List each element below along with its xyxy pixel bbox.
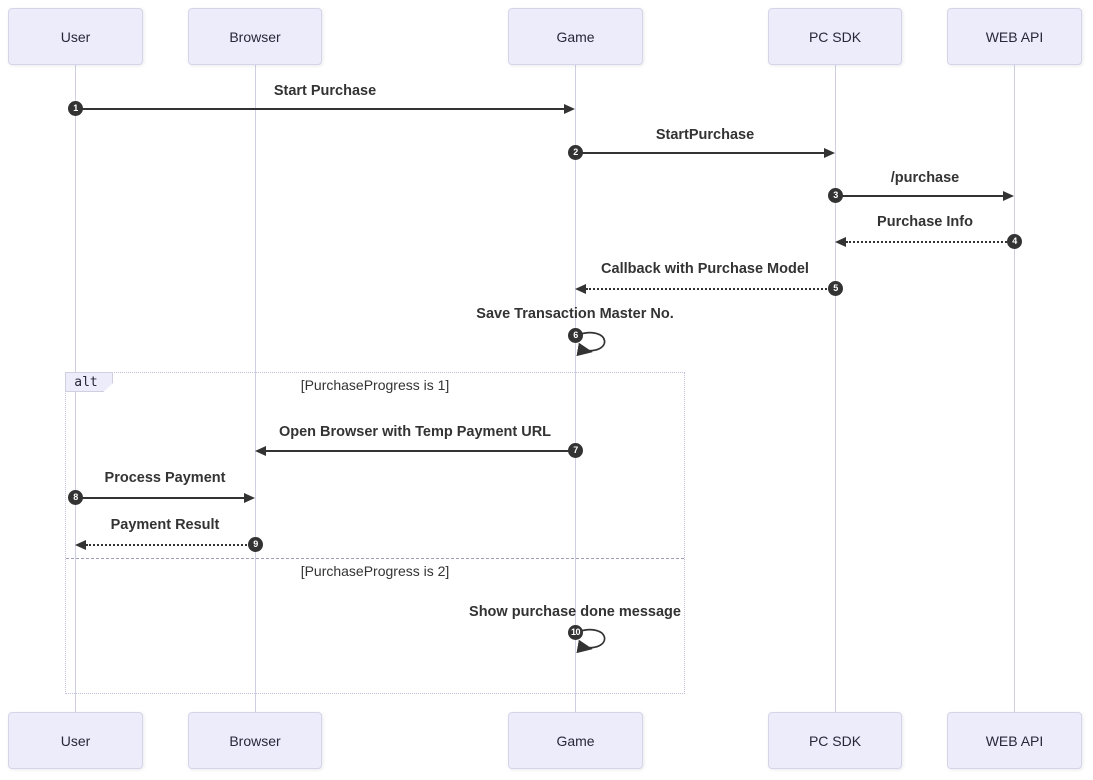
lifeline-pcsdk — [835, 65, 836, 712]
participant-game-bottom: Game — [508, 712, 643, 769]
alt-condition-1: [PurchaseProgress is 1] — [300, 377, 450, 393]
message-2-number: 2 — [568, 145, 583, 160]
message-6-number: 6 — [568, 328, 583, 343]
alt-condition-2: [PurchaseProgress is 2] — [300, 563, 450, 579]
participant-browser-top: Browser — [188, 8, 322, 65]
message-2-line — [575, 152, 825, 154]
participant-label: User — [60, 28, 91, 45]
message-5-line — [586, 288, 835, 290]
message-10-selfloop-arrow-icon — [576, 628, 606, 654]
message-2-label: StartPurchase — [655, 127, 755, 143]
participant-user-top: User — [8, 8, 143, 65]
participant-label: Game — [556, 28, 595, 45]
message-4-number: 4 — [1007, 234, 1022, 249]
participant-browser-bottom: Browser — [188, 712, 322, 769]
participant-label: WEB API — [985, 28, 1044, 45]
message-9-line — [86, 544, 255, 546]
participant-label: PC SDK — [808, 732, 862, 749]
message-8-line — [75, 497, 245, 499]
message-2-arrowhead-icon — [824, 148, 835, 158]
alt-frame: alt [PurchaseProgress is 1] [PurchasePro… — [65, 372, 685, 694]
message-3-label: /purchase — [890, 170, 960, 186]
lifeline-game — [575, 65, 576, 712]
participant-user-bottom: User — [8, 712, 143, 769]
alt-label-text: alt — [74, 374, 98, 390]
participant-pcsdk-bottom: PC SDK — [768, 712, 902, 769]
participant-pcsdk-top: PC SDK — [768, 8, 902, 65]
message-1-label: Start Purchase — [273, 83, 377, 99]
message-3-number: 3 — [828, 188, 843, 203]
message-6-label: Save Transaction Master No. — [476, 306, 674, 322]
message-5-label: Callback with Purchase Model — [601, 261, 809, 277]
participant-webapi-top: WEB API — [947, 8, 1082, 65]
message-4-label: Purchase Info — [877, 214, 973, 230]
message-4-line — [846, 241, 1014, 243]
participant-label: Browser — [229, 732, 281, 749]
participant-label: PC SDK — [808, 28, 862, 45]
participant-label: User — [60, 732, 91, 749]
message-9-arrowhead-icon — [75, 540, 86, 550]
message-4-arrowhead-icon — [835, 237, 846, 247]
message-1-arrowhead-icon — [564, 104, 575, 114]
participant-label: Game — [556, 732, 595, 749]
message-9-number: 9 — [248, 537, 263, 552]
message-8-arrowhead-icon — [244, 493, 255, 503]
lifeline-webapi — [1014, 65, 1015, 712]
message-3-arrowhead-icon — [1003, 191, 1014, 201]
message-9-label: Payment Result — [110, 517, 220, 533]
message-5-arrowhead-icon — [575, 284, 586, 294]
message-7-arrowhead-icon — [255, 446, 266, 456]
message-5-number: 5 — [828, 281, 843, 296]
message-7-line — [266, 450, 575, 452]
participant-label: WEB API — [985, 732, 1044, 749]
alt-divider — [66, 558, 684, 559]
participant-game-top: Game — [508, 8, 643, 65]
message-3-line — [835, 195, 1004, 197]
lifeline-browser — [255, 65, 256, 712]
message-1-number: 1 — [68, 101, 83, 116]
message-6-selfloop-arrow-icon — [576, 331, 606, 357]
message-10-label: Show purchase done message — [469, 604, 681, 620]
message-8-label: Process Payment — [104, 470, 226, 486]
message-8-number: 8 — [68, 490, 83, 505]
message-7-label: Open Browser with Temp Payment URL — [278, 424, 552, 440]
message-1-line — [75, 108, 565, 110]
participant-webapi-bottom: WEB API — [947, 712, 1082, 769]
message-7-number: 7 — [568, 443, 583, 458]
participant-label: Browser — [229, 28, 281, 45]
alt-frame-label: alt — [65, 372, 113, 392]
message-10-number: 10 — [568, 625, 583, 640]
